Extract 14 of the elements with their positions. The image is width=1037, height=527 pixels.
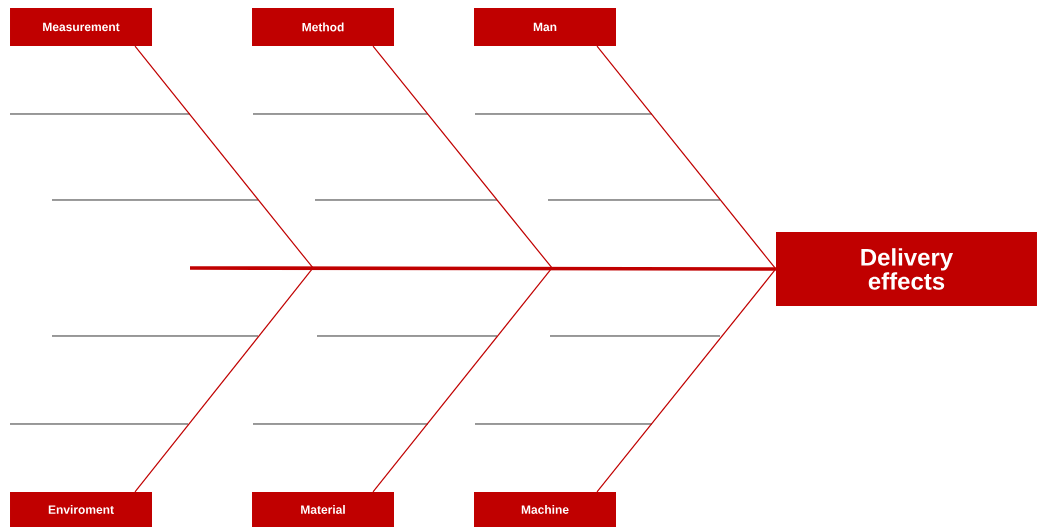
bone-line (134, 267, 314, 493)
category-box: Material (252, 492, 394, 527)
category-box: Measurement (10, 8, 152, 46)
category-box: Enviroment (10, 492, 152, 527)
bone-line (372, 45, 553, 269)
effect-box: Delivery effects (776, 232, 1037, 306)
spine-line (190, 266, 776, 271)
bone-line (134, 45, 314, 269)
category-box: Man (474, 8, 616, 46)
bone-line (372, 267, 553, 493)
category-box: Method (252, 8, 394, 46)
bone-line (596, 45, 777, 270)
category-box: Machine (474, 492, 616, 527)
bone-line (596, 268, 777, 493)
